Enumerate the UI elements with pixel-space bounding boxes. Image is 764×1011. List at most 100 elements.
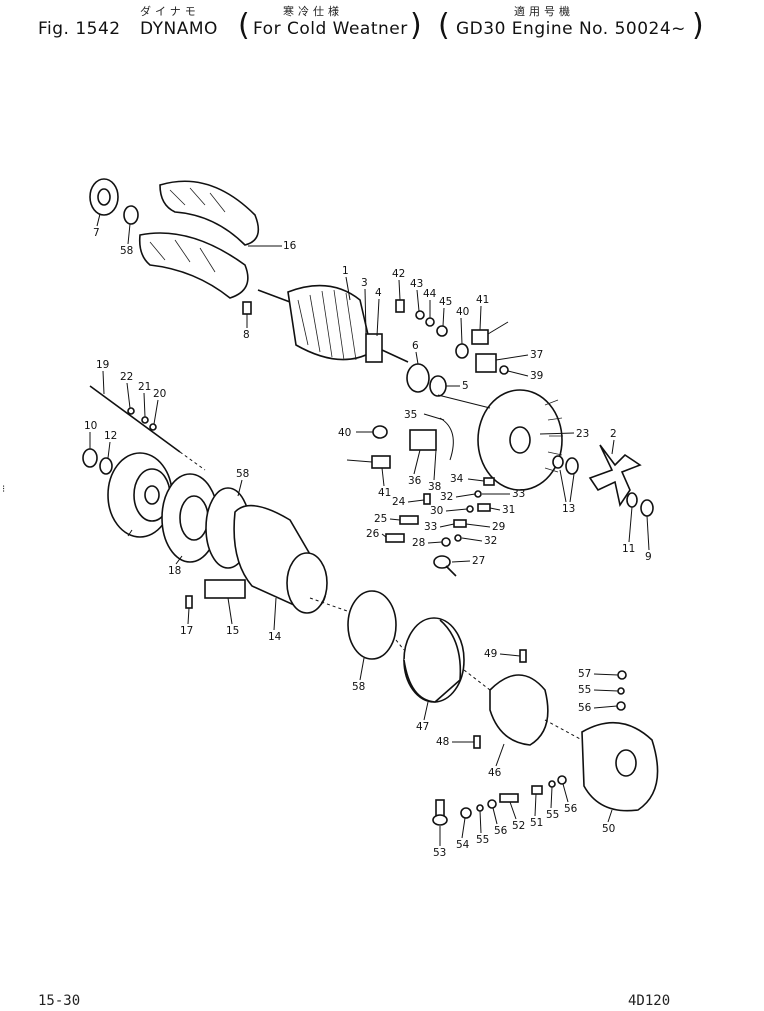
callout-3: 3 xyxy=(361,277,368,289)
part-34-clip xyxy=(483,477,495,486)
part-27-terminal-bolt xyxy=(433,555,457,577)
callout-40-b: 40 xyxy=(338,427,351,439)
callout-39: 39 xyxy=(530,370,543,382)
part-49-screw xyxy=(519,649,527,663)
callout-38: 38 xyxy=(428,481,441,493)
callout-55-b: 55 xyxy=(546,809,559,821)
callout-55-c: 55 xyxy=(476,834,489,846)
part-36-brush-holder xyxy=(409,429,437,451)
close-paren-application: ) xyxy=(692,8,705,43)
part-40-spring xyxy=(372,425,388,439)
callout-41-a: 41 xyxy=(476,294,489,306)
part-40-spring-top xyxy=(455,343,469,359)
part-56-nut-b xyxy=(557,775,567,785)
part-12-washer xyxy=(99,457,113,475)
callout-25: 25 xyxy=(374,513,387,525)
part-44-washer xyxy=(425,317,435,327)
callout-19: 19 xyxy=(96,359,109,371)
part-10-nut xyxy=(82,448,98,468)
callout-1: 1 xyxy=(342,265,349,277)
callout-20: 20 xyxy=(153,388,166,400)
part-55-washer-a xyxy=(617,687,625,695)
part-60-pulley xyxy=(107,452,173,538)
figure-label: Fig. 1542 xyxy=(38,19,121,39)
callout-35: 35 xyxy=(404,409,417,421)
callout-42: 42 xyxy=(392,268,405,280)
part-55-washer-b xyxy=(548,780,556,788)
callout-49: 49 xyxy=(484,648,497,660)
part-52-bolt xyxy=(499,793,519,803)
part-15-plate xyxy=(204,579,246,599)
callout-26: 26 xyxy=(366,528,380,540)
callout-27: 27 xyxy=(472,555,485,567)
callout-53: 53 xyxy=(433,847,446,859)
callout-17: 17 xyxy=(180,625,193,637)
close-paren-spec: ) xyxy=(410,8,423,43)
callout-12: 12 xyxy=(104,430,117,442)
callout-48: 48 xyxy=(436,736,449,748)
part-28-nut xyxy=(441,537,451,547)
part-17-bolt xyxy=(185,595,193,609)
jp-spec: 寒冷仕様 xyxy=(283,5,343,18)
part-14-yoke xyxy=(233,504,328,614)
callout-16: 16 xyxy=(283,240,297,252)
part-32-washer-a xyxy=(474,490,482,498)
callout-32-b: 32 xyxy=(484,535,497,547)
part-56-nut-c xyxy=(487,799,497,809)
part-16-field-coils xyxy=(138,180,282,299)
callout-11: 11 xyxy=(622,543,635,555)
callout-36: 36 xyxy=(408,475,422,487)
part-25-plate xyxy=(399,515,419,525)
spec-text: For Cold Weatner xyxy=(253,19,408,39)
callout-52: 52 xyxy=(512,820,525,832)
jp-title: ダイナモ xyxy=(140,5,200,18)
part-58-ring xyxy=(123,205,139,225)
callout-14: 14 xyxy=(268,631,282,643)
part-13-washer-b xyxy=(565,457,579,475)
callout-18: 18 xyxy=(168,565,181,577)
part-31-sleeve xyxy=(477,503,491,512)
callout-51: 51 xyxy=(530,817,543,829)
part-53-terminal xyxy=(432,799,448,826)
part-41-brush xyxy=(371,455,391,469)
callout-57: 57 xyxy=(578,668,591,680)
callout-46: 46 xyxy=(488,767,502,779)
application-text: GD30 Engine No. 50024~ xyxy=(456,19,686,39)
callout-24: 24 xyxy=(392,496,406,508)
callout-41-b: 41 xyxy=(378,487,391,499)
part-54-nut xyxy=(460,807,472,819)
callout-28: 28 xyxy=(412,537,425,549)
callout-43: 43 xyxy=(410,278,423,290)
part-35-spring xyxy=(439,417,454,461)
part-48-screw xyxy=(473,735,481,749)
part-30-washer xyxy=(466,505,474,513)
callout-21: 21 xyxy=(138,381,151,393)
callout-5: 5 xyxy=(462,380,469,392)
callout-56-c: 56 xyxy=(494,825,508,837)
callout-30: 30 xyxy=(430,505,443,517)
part-56-nut-a xyxy=(616,701,626,711)
callout-58-a: 58 xyxy=(120,245,133,257)
part-47-band xyxy=(403,617,465,703)
part-42-bolt xyxy=(395,299,405,313)
callout-9: 9 xyxy=(645,551,652,563)
open-paren-application: ( xyxy=(438,8,451,43)
part-1-armature xyxy=(257,284,409,363)
callout-33-a: 33 xyxy=(512,488,525,500)
part-8-screw xyxy=(242,301,252,315)
callout-47: 47 xyxy=(416,721,429,733)
part-26-plate xyxy=(385,533,405,543)
part-11-washer xyxy=(626,492,638,508)
part-37-brush-holder xyxy=(475,353,497,373)
part-9-nut xyxy=(640,499,654,517)
edge-mark: ⁝ xyxy=(2,484,6,495)
page-number: 15-30 xyxy=(38,993,81,1009)
part-13-washer-a xyxy=(552,455,564,469)
open-paren-spec: ( xyxy=(238,8,251,43)
part-43-washer xyxy=(415,310,425,320)
callout-40-a: 40 xyxy=(456,306,469,318)
part-5-washer xyxy=(429,375,447,397)
part-23-end-frame xyxy=(477,389,563,491)
